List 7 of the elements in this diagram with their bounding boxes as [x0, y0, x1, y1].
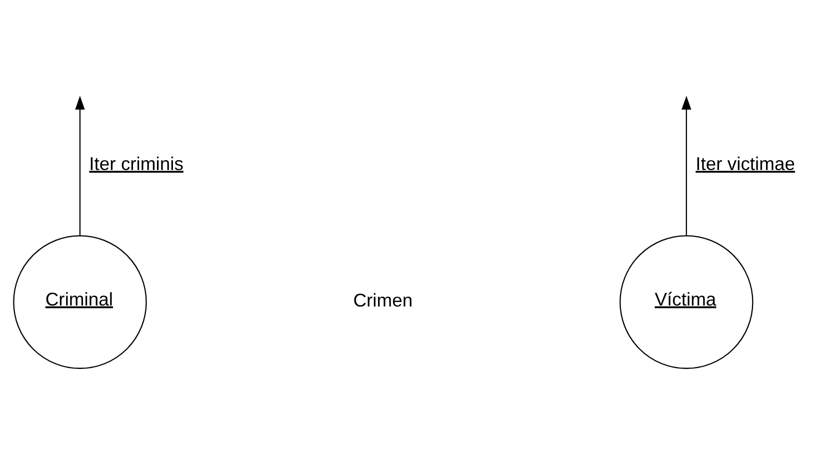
- edge-label: Iter victimae: [696, 152, 796, 174]
- arrow: [682, 96, 692, 236]
- node-circle: Criminal: [13, 235, 147, 369]
- edge-label: Iter criminis: [89, 152, 184, 174]
- label: Crimen: [353, 289, 413, 310]
- arrow: [75, 96, 85, 236]
- node-circle: Víctima: [620, 235, 754, 369]
